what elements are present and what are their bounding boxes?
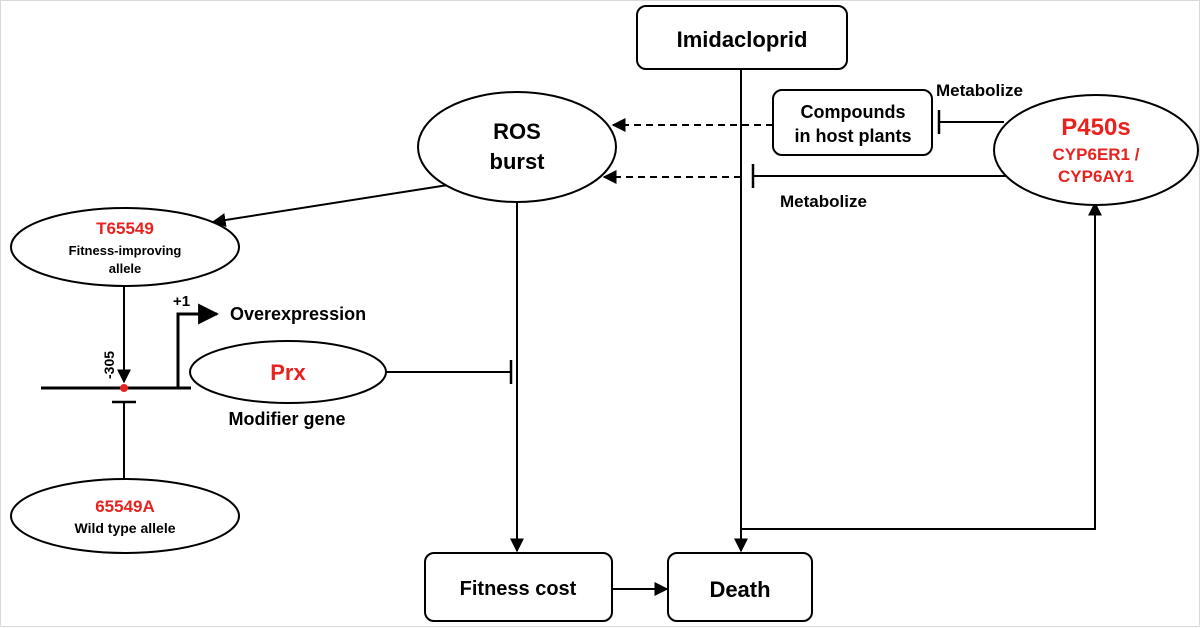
minus-305-label: -305 [101,351,117,379]
wildtype-node [10,478,240,554]
prx-node [189,340,387,404]
t65549-node [10,207,240,287]
p450s-title: P450s [1061,114,1130,141]
transcription-start-arrow [176,303,220,388]
t65549-desc-line1: Fitness-improving [69,243,182,258]
prx-label: Prx [270,360,306,385]
compounds-box [772,89,933,156]
imidacloprid-label: Imidacloprid [677,27,808,52]
compounds-label-line2: in host plants [795,126,912,146]
ros-burst-label-line1: ROS [493,119,541,144]
t65549-title: T65549 [96,219,154,238]
p450s-gene-line2: CYP6AY1 [1058,167,1134,186]
overexpression-label: Overexpression [230,304,366,324]
snp-marker [120,384,128,392]
metabolize-label-top: Metabolize [936,81,1023,100]
p450s-node [993,94,1199,206]
wildtype-title: 65549A [95,497,155,516]
metabolize-label-bottom: Metabolize [780,192,867,211]
ros-burst-label-line2: burst [490,149,546,174]
fitness-cost-label: Fitness cost [460,578,577,600]
imidacloprid-box [636,5,848,70]
fitness-cost-box [424,552,613,622]
wildtype-desc: Wild type allele [74,520,175,536]
ros-burst-node [417,91,617,203]
edge-imidacloprid-p450 [741,201,1102,530]
modifier-gene-label: Modifier gene [228,409,345,429]
death-box [667,552,813,622]
edge-ros-t65549 [211,184,449,227]
plus-one-label: +1 [173,293,190,310]
t65549-desc-line2: allele [109,261,142,276]
compounds-label-line1: Compounds [801,102,906,122]
p450s-gene-line1: CYP6ER1 / [1053,145,1140,164]
death-label: Death [709,577,770,602]
